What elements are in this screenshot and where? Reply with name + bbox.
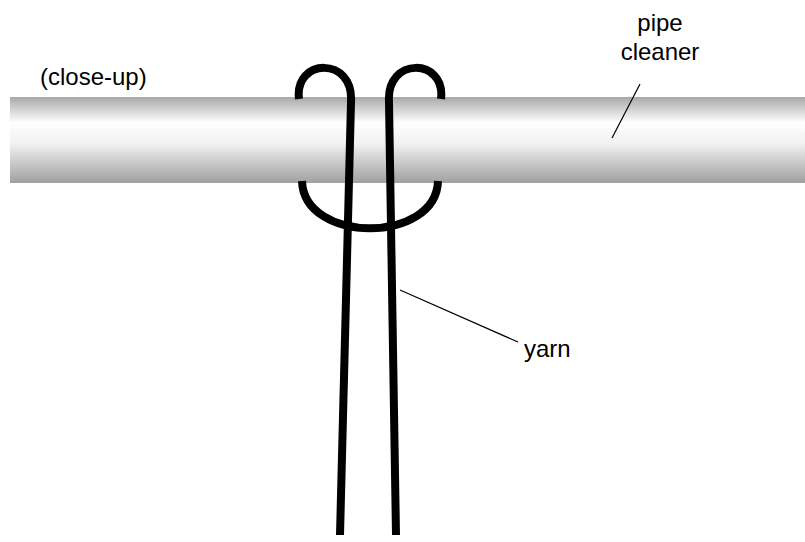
yarn-strand-left	[299, 68, 351, 535]
pipe-cleaner	[10, 97, 805, 183]
view-note: (close-up)	[40, 62, 147, 91]
yarn-strand-right	[389, 68, 441, 535]
yarn-loop-bottom	[302, 181, 438, 228]
leader-line	[400, 290, 518, 342]
part-name: pipe cleaner	[600, 8, 720, 66]
leader-line	[612, 84, 640, 138]
part-name: yarn	[524, 334, 571, 363]
